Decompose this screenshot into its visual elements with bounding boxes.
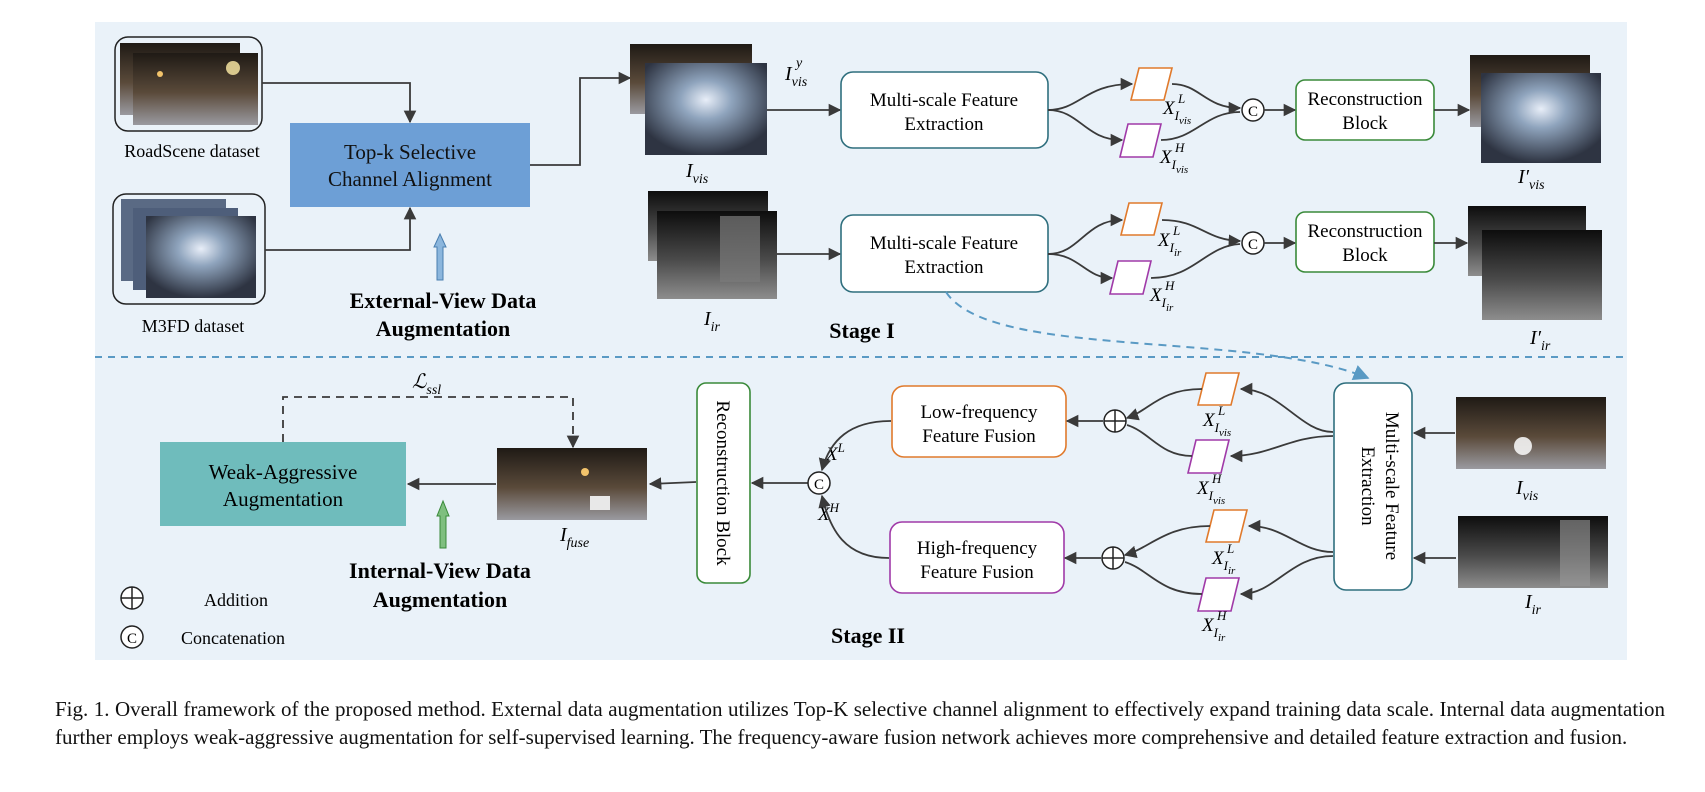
- recon-vertical-label: Reconstruction Block: [712, 400, 733, 566]
- s2-X-vis-H-label: XIvis: [1196, 478, 1225, 507]
- s2-X-ir-L-sup: L: [1226, 541, 1234, 556]
- s2-feature-ir-high: [1196, 577, 1241, 612]
- concat-ir-icon: C: [1241, 231, 1265, 255]
- internal-aug-arrow: [436, 499, 450, 549]
- low-line2: Feature Fusion: [922, 426, 1036, 447]
- s2-X-vis-L-label: XIvis: [1202, 410, 1231, 439]
- low-line1: Low-frequency: [920, 402, 1038, 423]
- msfe-vis-line2: Extraction: [904, 114, 984, 135]
- m3fd-image-stack: [112, 193, 266, 305]
- fused-image: [497, 448, 647, 520]
- I-vis-label: Ivis: [685, 160, 709, 187]
- X-vis-L-sup: L: [1177, 91, 1185, 106]
- feature-vis-high: [1118, 123, 1163, 158]
- s2-feature-vis-low: [1196, 372, 1241, 406]
- s2-I-vis-label: Ivis: [1515, 477, 1539, 504]
- stage-2-label: Stage II: [831, 623, 905, 648]
- msfe-ir-line1: Multi-scale Feature: [870, 233, 1018, 254]
- reconstructed-visible-image: [1470, 55, 1601, 163]
- X-ir-L-sup: L: [1172, 223, 1180, 238]
- feature-vis-low: [1129, 67, 1174, 101]
- addition-high-icon: [1101, 546, 1125, 570]
- framework-diagram: RoadScene dataset M3FD dataset Top-k Sel…: [95, 22, 1627, 660]
- svg-text:C: C: [814, 477, 824, 493]
- feature-ir-low: [1119, 202, 1164, 236]
- infrared-image: [648, 191, 777, 299]
- msfe-vis-line1: Multi-scale Feature: [870, 90, 1018, 111]
- reconstructed-infrared-image: [1468, 206, 1602, 320]
- external-aug-line2: Augmentation: [376, 316, 510, 341]
- roadscene-label: RoadScene dataset: [124, 141, 259, 161]
- I-vis-prime-label: I′vis: [1517, 166, 1545, 193]
- topk-label-line1: Top-k Selective: [344, 140, 476, 164]
- internal-aug-line1: Internal-View Data: [349, 558, 531, 583]
- addition-low-icon: [1103, 409, 1127, 433]
- recon-ir-line2: Block: [1342, 245, 1388, 266]
- m3fd-label: M3FD dataset: [142, 316, 245, 336]
- weak-line1: Weak-Aggressive: [209, 460, 358, 484]
- reconstruction-ir-block: [1295, 211, 1435, 273]
- msfe-vertical-block: [1333, 382, 1413, 591]
- s2-feature-vis-high: [1186, 439, 1231, 474]
- legend-addition-icon: [120, 586, 144, 610]
- topk-label-line2: Channel Alignment: [328, 167, 492, 191]
- concat-vis-icon: C: [1241, 98, 1265, 122]
- msfe-ir-line2: Extraction: [904, 257, 984, 278]
- s2-visible-image: [1456, 397, 1606, 469]
- ssl-loss-label: ℒssl: [412, 371, 441, 398]
- s2-feature-ir-low: [1204, 509, 1249, 543]
- external-aug-arrow: [433, 232, 447, 281]
- s2-X-vis-H-sup: H: [1211, 471, 1222, 486]
- feature-ir-high: [1108, 260, 1153, 295]
- weight-sharing-link: [945, 291, 1370, 381]
- XH-label: XH: [817, 500, 840, 525]
- X-vis-H-label: XIvis: [1159, 147, 1188, 176]
- reconstruction-block-vertical: [696, 382, 751, 584]
- I-vis-y-sup: y: [794, 56, 803, 71]
- weak-line2: Augmentation: [223, 487, 344, 511]
- s2-infrared-image: [1458, 516, 1608, 588]
- s2-X-vis-L-sup: L: [1217, 403, 1225, 418]
- topk-channel-alignment-block: [290, 123, 530, 207]
- X-ir-L-label: XIir: [1157, 230, 1182, 259]
- X-vis-L-label: XIvis: [1162, 98, 1191, 127]
- s2-X-ir-H-label: XIir: [1201, 615, 1226, 644]
- high-line2: Feature Fusion: [920, 562, 1034, 583]
- legend-concat-icon: C: [120, 625, 144, 649]
- weak-aggressive-augmentation-block: [160, 442, 406, 526]
- roadscene-image-stack: [114, 36, 263, 132]
- stage-1-label: Stage I: [829, 318, 894, 343]
- s2-X-ir-L-label: XIir: [1211, 548, 1236, 577]
- X-ir-H-sup: H: [1164, 278, 1175, 293]
- svg-text:C: C: [1248, 237, 1258, 253]
- msfe-vert-line2: Extraction: [1357, 446, 1378, 526]
- I-ir-prime-label: I′ir: [1529, 327, 1551, 354]
- X-ir-H-label: XIir: [1149, 285, 1174, 314]
- recon-vis-line2: Block: [1342, 113, 1388, 134]
- s2-I-ir-label: Iir: [1524, 591, 1542, 618]
- I-ir-label: Iir: [703, 308, 721, 335]
- external-aug-line1: External-View Data: [350, 288, 537, 313]
- high-line1: High-frequency: [917, 538, 1038, 559]
- legend-concat-label: Concatenation: [181, 628, 285, 648]
- concat-stage2-icon: C: [807, 471, 831, 495]
- svg-text:C: C: [1248, 104, 1258, 120]
- recon-vis-line1: Reconstruction: [1307, 89, 1423, 110]
- svg-text:C: C: [127, 631, 137, 647]
- augmented-visible-image: [630, 44, 767, 155]
- recon-ir-line1: Reconstruction: [1307, 221, 1423, 242]
- legend-addition-label: Addition: [204, 590, 268, 610]
- msfe-vert-line1: Multi-scale Feature: [1381, 412, 1402, 560]
- s2-X-ir-H-sup: H: [1216, 608, 1227, 623]
- I-vis-y-label: Ivis: [784, 63, 808, 90]
- X-vis-H-sup: H: [1174, 140, 1185, 155]
- internal-aug-line2: Augmentation: [373, 587, 507, 612]
- figure-caption: Fig. 1. Overall framework of the propose…: [55, 697, 1665, 749]
- I-fuse-label: Ifuse: [559, 524, 589, 551]
